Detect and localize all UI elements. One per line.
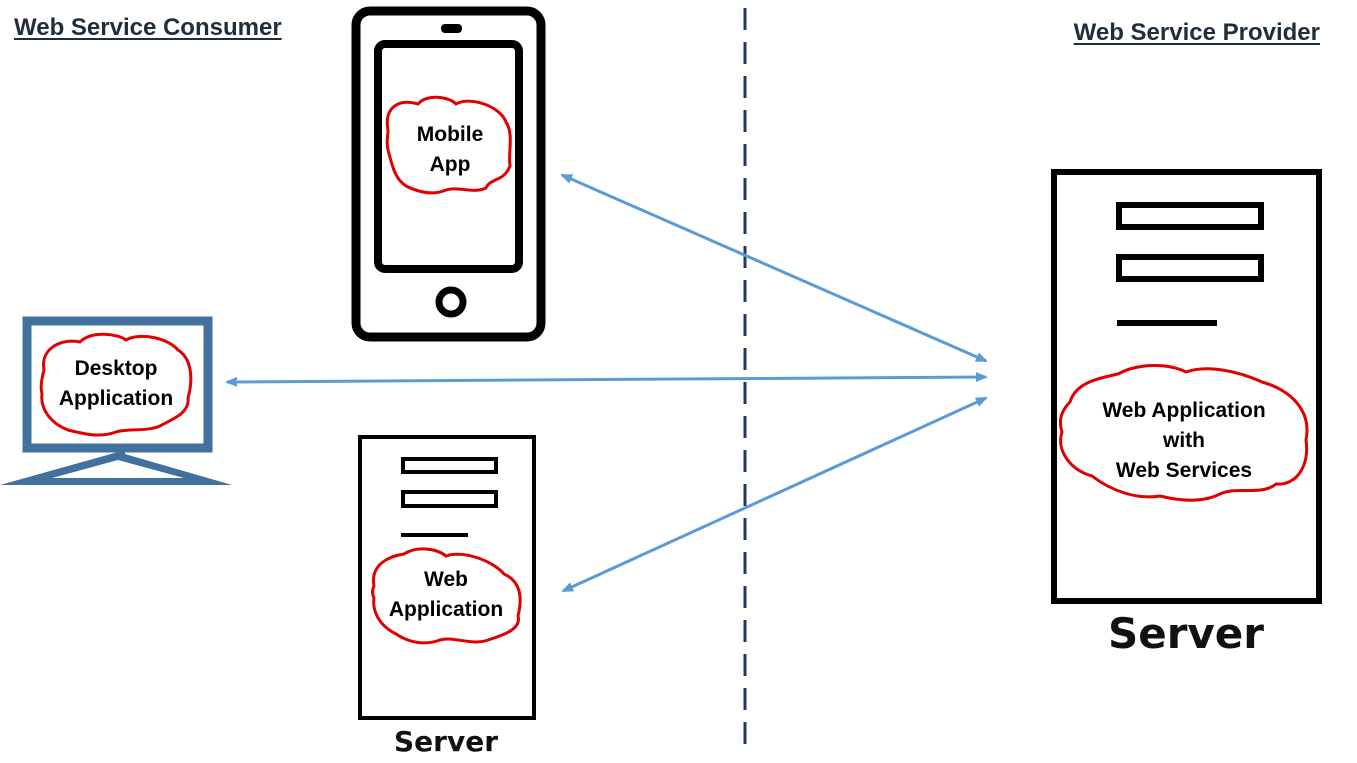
provider-server-caption: Server [1108, 609, 1264, 658]
cloud-outline-icon [371, 547, 522, 645]
cloud-outline-icon [39, 332, 193, 437]
consumer-server-caption: Server [394, 725, 498, 758]
mobile-app-label-2: App [430, 153, 471, 176]
web-app-cloud: Web Application [371, 547, 522, 645]
arrow-desktop-provider [225, 372, 988, 387]
mobile-app-cloud: Mobile App [385, 95, 512, 195]
server-icon [1051, 169, 1322, 604]
desktop-app-label-1: Desktop [75, 357, 158, 380]
desktop-app-label-2: Application [59, 387, 173, 410]
provider-label-1: Web Application [1102, 399, 1265, 422]
provider-heading: Web Service Provider [1073, 19, 1320, 46]
mobile-phone-icon [351, 6, 546, 342]
mobile-app-label-1: Mobile [417, 123, 484, 146]
cloud-outline-icon [385, 95, 512, 195]
desktop-monitor-icon [0, 316, 232, 485]
provider-label-2: with [1162, 429, 1205, 452]
consumer-heading: Web Service Consumer [14, 14, 282, 41]
provider-label-3: Web Services [1116, 459, 1252, 482]
arrow-webapp-provider [561, 396, 988, 593]
server-icon [358, 435, 536, 720]
desktop-app-cloud: Desktop Application [39, 332, 193, 437]
web-app-label-1: Web [424, 568, 468, 591]
cloud-outline-icon [1058, 364, 1309, 502]
web-app-label-2: Application [389, 598, 503, 621]
provider-cloud: Web Application with Web Services [1058, 364, 1309, 502]
arrow-mobile-provider [560, 173, 988, 363]
